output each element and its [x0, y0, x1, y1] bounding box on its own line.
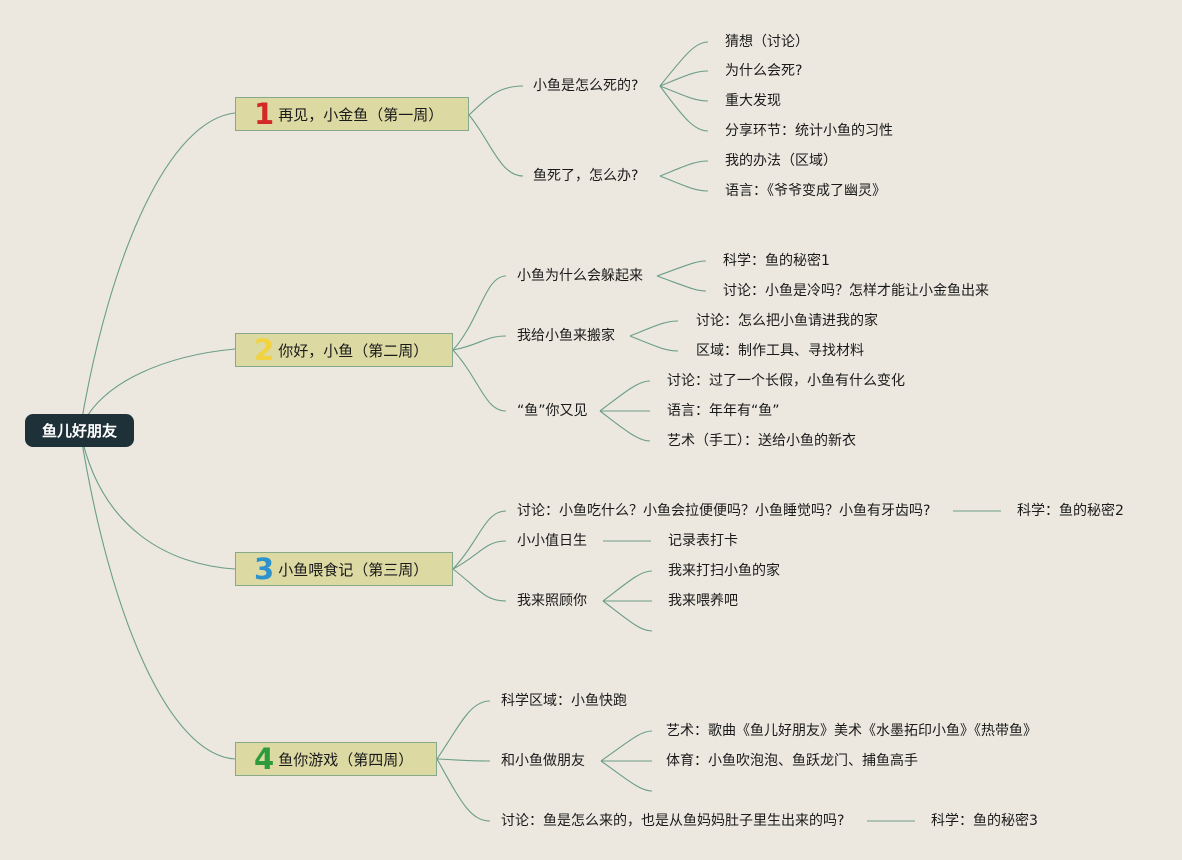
week-2-topic-3: “鱼”你又见	[517, 403, 588, 419]
week-2-number: 2	[254, 332, 275, 367]
week-4-topic-2: 和小鱼做朋友	[501, 753, 585, 769]
week-3-topic-1-item-1: 科学：鱼的秘密2	[1017, 503, 1124, 519]
week-2-topic-3-item-2: 语言：年年有“鱼”	[667, 403, 780, 419]
week-2-topic-3-item-3: 艺术（手工）：送给小鱼的新衣	[667, 433, 856, 449]
week-1-number: 1	[254, 96, 275, 131]
week-3-topic-3: 我来照顾你	[517, 593, 587, 609]
week-1-topic-1-item-2: 为什么会死?	[725, 63, 803, 79]
week-1-topic-2-item-1: 我的办法（区域）	[725, 153, 837, 169]
week-4-topic-2-item-1: 艺术：歌曲《鱼儿好朋友》美术《水墨拓印小鱼》《热带鱼》	[666, 723, 1037, 739]
week-4-topic-1: 科学区域：小鱼快跑	[501, 693, 627, 709]
week-2-topic-1-item-1: 科学：鱼的秘密1	[723, 253, 830, 269]
week-3-number: 3	[254, 551, 275, 586]
week-3-topic-3-item-2: 我来喂养吧	[668, 593, 738, 609]
week-3-topic-2-item-1: 记录表打卡	[668, 533, 738, 549]
week-2-topic-2: 我给小鱼来搬家	[517, 328, 615, 344]
week-3-topic-2: 小小值日生	[517, 533, 587, 549]
week-1-node: 1 再见，小金鱼（第一周）	[235, 97, 469, 131]
week-4-title: 鱼你游戏（第四周）	[278, 750, 414, 769]
week-2-node: 2 你好，小鱼（第二周）	[235, 333, 453, 367]
week-4-topic-3-item-1: 科学：鱼的秘密3	[931, 813, 1038, 829]
week-4-topic-3: 讨论：鱼是怎么来的，也是从鱼妈妈肚子里生出来的吗?	[501, 813, 845, 829]
week-2-topic-1-item-2: 讨论：小鱼是冷吗？怎样才能让小金鱼出来	[723, 283, 989, 299]
week-2-topic-3-item-1: 讨论：过了一个长假，小鱼有什么变化	[667, 373, 905, 389]
week-4-number: 4	[254, 741, 275, 776]
week-1-title: 再见，小金鱼（第一周）	[278, 105, 444, 124]
week-2-title: 你好，小鱼（第二周）	[278, 341, 429, 360]
root-node: 鱼儿好朋友	[25, 414, 134, 447]
week-2-topic-2-item-1: 讨论：怎么把小鱼请进我的家	[696, 313, 878, 329]
week-3-topic-1: 讨论：小鱼吃什么？小鱼会拉便便吗？小鱼睡觉吗？小鱼有牙齿吗?	[517, 503, 931, 519]
week-2-topic-1: 小鱼为什么会躲起来	[517, 268, 643, 284]
week-1-topic-1-item-4: 分享环节：统计小鱼的习性	[725, 123, 893, 139]
week-1-topic-1: 小鱼是怎么死的?	[533, 78, 639, 94]
week-3-topic-3-item-1: 我来打扫小鱼的家	[668, 563, 780, 579]
week-3-title: 小鱼喂食记（第三周）	[278, 560, 429, 579]
week-1-topic-2-item-2: 语言：《爷爷变成了幽灵》	[725, 183, 886, 199]
week-2-topic-2-item-2: 区域：制作工具、寻找材料	[696, 343, 864, 359]
week-1-topic-1-item-1: 猜想（讨论）	[725, 34, 809, 50]
week-4-node: 4 鱼你游戏（第四周）	[235, 742, 437, 776]
week-4-topic-2-item-2: 体育：小鱼吹泡泡、鱼跃龙门、捕鱼高手	[666, 753, 918, 769]
week-1-topic-2: 鱼死了，怎么办?	[533, 168, 639, 184]
week-3-node: 3 小鱼喂食记（第三周）	[235, 552, 453, 586]
week-1-topic-1-item-3: 重大发现	[725, 93, 781, 109]
